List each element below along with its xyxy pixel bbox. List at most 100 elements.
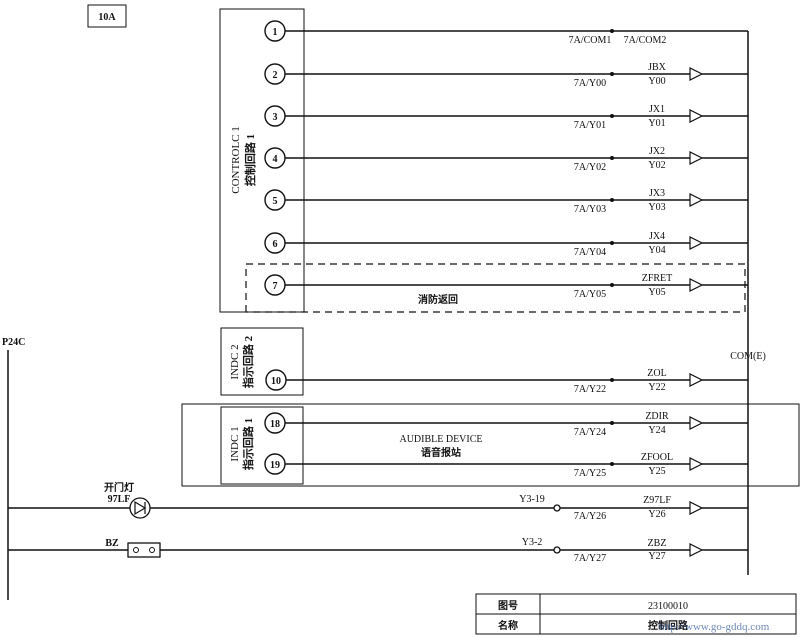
terminal-circle (264, 147, 286, 169)
connector-icon (689, 373, 704, 387)
ind2-subtitle: 指示回路 2 (241, 335, 255, 388)
door-lamp-code: 97LF (108, 494, 131, 505)
terminal-number: 1 (273, 27, 278, 38)
terminal-number: 3 (273, 112, 278, 123)
wire-label: 7A/Y00 (574, 78, 606, 89)
audible-device-title: AUDIBLE DEVICE (399, 434, 482, 445)
title-block-name-value: 控制回路 (648, 619, 689, 632)
junction-dot (610, 283, 614, 287)
ind1-box (220, 406, 304, 485)
signal-label: ZDIR (645, 411, 669, 422)
title-block-number-label: 图号 (498, 600, 518, 612)
connector-icon (689, 278, 704, 292)
ind2-box (220, 327, 304, 396)
com-label: COM(E) (730, 351, 766, 362)
control-box-subtitle: 控制回路 1 (243, 134, 257, 186)
diode-icon (134, 500, 147, 516)
connector-icon (689, 543, 704, 557)
signal-label: JX1 (649, 104, 665, 115)
terminal-number: 10 (271, 376, 281, 387)
connector-icon (689, 501, 704, 515)
door-lamp-top-label: Z97LF (643, 495, 671, 506)
signal-output: Y22 (648, 382, 665, 393)
signal-label: ZFOOL (641, 452, 673, 463)
wire-label: 7A/COM1 (569, 35, 612, 46)
door-lamp-node (553, 504, 561, 512)
audible-device-box (181, 403, 800, 487)
terminal-circle (264, 232, 286, 254)
door-lamp-label: 开门灯 (104, 481, 134, 494)
signal-output: Y01 (648, 118, 665, 129)
terminal-circle (264, 105, 286, 127)
control-box-title: CONTROLC 1 (230, 126, 242, 194)
terminal-number: 4 (273, 154, 278, 165)
terminal-circle (264, 453, 286, 475)
terminal-row-2: 2 7A/Y00 JBX Y00 (264, 62, 748, 89)
fire-return-label: 消防返回 (418, 293, 458, 306)
connector-icon (689, 193, 704, 207)
buzzer-top-label: ZBZ (648, 538, 667, 549)
door-lamp-wire-label: 7A/Y26 (574, 511, 606, 522)
terminal-number: 2 (273, 70, 278, 81)
title-block-number-value: 23100010 (648, 601, 688, 612)
buzzer-node-label: Y3-2 (522, 537, 543, 548)
signal-output: Y03 (648, 202, 665, 213)
signal-output: Y05 (648, 287, 665, 298)
door-lamp-bottom-label: Y26 (648, 509, 665, 520)
wire-label: 7A/Y02 (574, 162, 606, 173)
terminal-number: 18 (270, 419, 280, 430)
junction-dot (610, 378, 614, 382)
terminal-row-10: 10 7A/Y22 ZOL Y22 (265, 368, 748, 395)
terminal-row-19: 19 7A/Y25 ZFOOL Y25 (264, 452, 748, 479)
buzzer-bottom-label: Y27 (648, 551, 665, 562)
connector-icon (689, 416, 704, 430)
junction-dot (610, 29, 614, 33)
buzzer-icon (127, 542, 161, 558)
title-block: 图号 23100010 名称 控制回路 http://www.go-gddq.c… (475, 593, 797, 635)
terminal-circle (264, 20, 286, 42)
signal-label: JX4 (649, 231, 665, 242)
wire-label: 7A/Y05 (574, 289, 606, 300)
watermark: http://www.go-gddq.com (659, 621, 770, 633)
connector-icon (689, 236, 704, 250)
wire-label: 7A/Y25 (574, 468, 606, 479)
signal-output: Y02 (648, 160, 665, 171)
terminal-number: 7 (273, 281, 278, 292)
signal-output: Y25 (648, 466, 665, 477)
signal-label: JX2 (649, 146, 665, 157)
terminal-circle (264, 274, 286, 296)
junction-dot (610, 241, 614, 245)
wire-label: 7A/Y22 (574, 384, 606, 395)
signal-label: ZOL (647, 368, 666, 379)
buzzer-node (553, 546, 561, 554)
wire-label: 7A/Y03 (574, 204, 606, 215)
terminal-number: 19 (270, 460, 280, 471)
terminal-circle (264, 412, 286, 434)
signal-label: JBX (648, 62, 667, 73)
sheet-id: 10A (98, 12, 116, 23)
buzzer-label: BZ (105, 538, 119, 549)
sheet-id-box: 10A (87, 4, 127, 28)
terminal-number: 6 (273, 239, 278, 250)
junction-dot (610, 198, 614, 202)
door-lamp-circuit: 开门灯 97LF Y3-19 7A/Y26 Z97LF Y26 (8, 481, 748, 522)
signal-label: JX3 (649, 188, 665, 199)
buzzer-wire-label: 7A/Y27 (574, 553, 606, 564)
junction-dot (610, 114, 614, 118)
wire-label: 7A/Y24 (574, 427, 606, 438)
fire-return-loop (245, 263, 746, 313)
door-lamp-node-label: Y3-19 (519, 494, 545, 505)
ind1-subtitle: 指示回路 1 (241, 418, 255, 470)
junction-dot (610, 156, 614, 160)
signal-output: Y00 (648, 76, 665, 87)
terminal-circle (264, 63, 286, 85)
audible-device-subtitle: 语音报站 (421, 446, 461, 459)
